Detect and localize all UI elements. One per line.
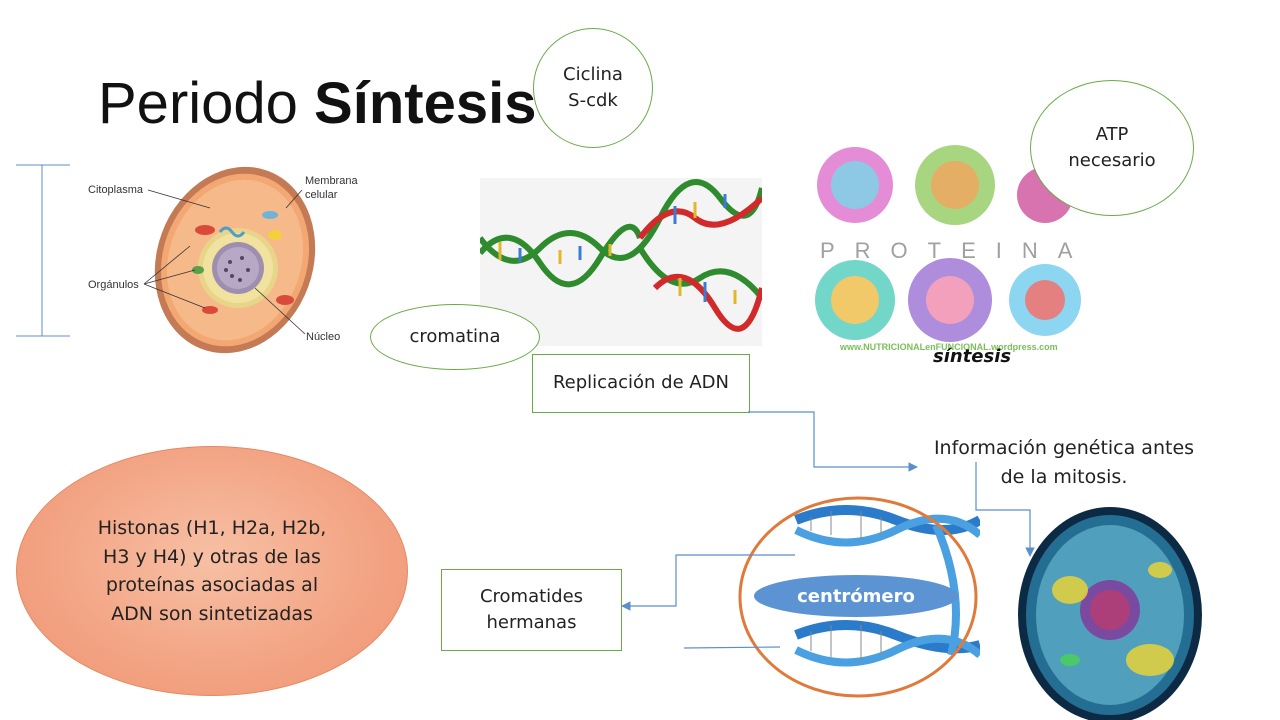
label-organulos: Orgánulos [88, 279, 139, 291]
histonas-ellipse: Histonas (H1, H2a, H2b, H3 y H4) y otras… [16, 446, 408, 696]
title-normal: Periodo [98, 71, 315, 136]
cromatides-box: Cromatides hermanas [441, 569, 622, 651]
left-bracket [16, 164, 70, 337]
page-title: Periodo Síntesis [98, 70, 536, 137]
proteins-image: PROTEINAS www.NUTRICIONALenFUNCIONAL.wor… [810, 140, 1092, 355]
atp-bubble: ATP necesario [1030, 80, 1194, 216]
dna-replication-image [480, 178, 762, 346]
label-nucleo: Núcleo [306, 331, 341, 343]
centromero-pill: centrómero [754, 575, 958, 617]
info-genetica-text: Información genética antes de la mitosis… [933, 437, 1195, 488]
proteinas-watermark: www.NUTRICIONALenFUNCIONAL.wordpress.com [839, 342, 1058, 352]
title-bold: Síntesis [314, 71, 537, 136]
label-citoplasma: Citoplasma [88, 184, 144, 196]
replicacion-box: Replicación de ADN [532, 354, 750, 413]
ciclina-bubble: Ciclina S-cdk [533, 28, 653, 148]
arrow-replicacion-to-info [748, 411, 918, 472]
proteinas-word: PROTEINAS [820, 238, 1092, 263]
cell-3d-image [1018, 507, 1202, 720]
sintesis-label: síntesis [933, 346, 1012, 367]
label-membrana: Membrana celular [305, 175, 358, 202]
cell-diagram [143, 166, 316, 354]
cromatina-bubble: cromatina [370, 304, 540, 370]
